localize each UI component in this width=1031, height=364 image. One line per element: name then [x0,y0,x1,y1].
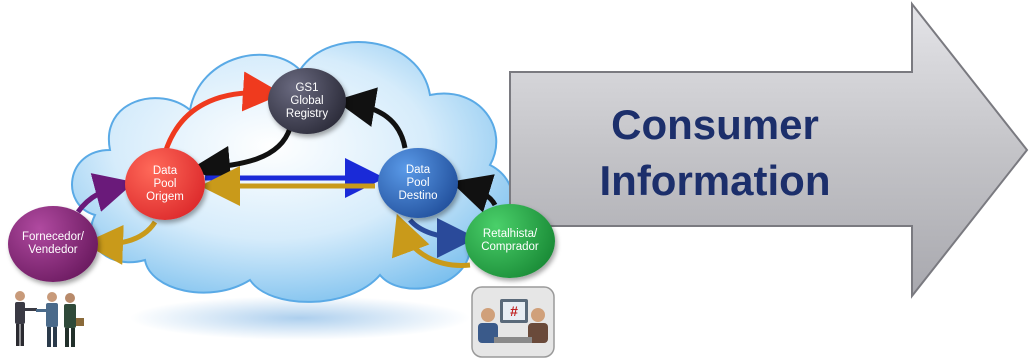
svg-text:#: # [510,303,518,319]
node-origem-label: Data Pool Origem [146,164,184,203]
node-destino-label: Data Pool Destino [398,163,438,202]
arrow-text-line1: Consumer [611,101,819,148]
node-data-pool-origem: Data Pool Origem [125,148,205,220]
business-people-icon [15,291,84,347]
consumer-information-label: Consumer Information [515,78,915,228]
arrow-retalhista-to-destino-return [391,213,471,268]
arrow-origem-to-fornecedor [83,220,158,265]
arrow-retalhista-to-destino [450,174,498,213]
consumer-info-arrow [509,1,1029,299]
node-fornecedor-vendedor: Fornecedor/ Vendedor [8,206,98,282]
node-gs1-label: GS1 Global Registry [285,81,329,120]
node-data-pool-destino: Data Pool Destino [378,148,458,218]
node-gs1-global-registry: GS1 Global Registry [268,68,346,134]
arrow-destino-to-gs1 [335,87,408,149]
node-retalhista-comprador: Retalhista/ Comprador [465,204,555,278]
arrow-origem-to-gs1 [162,71,283,154]
arrow-text-line2: Information [599,157,831,204]
node-retalhista-label: Retalhista/ Comprador [481,228,539,253]
arrow-fornecedor-to-origem [75,173,135,214]
retail-trading-icon: # [471,286,555,358]
cloud-shadow [130,296,470,340]
node-fornecedor-label: Fornecedor/ Vendedor [21,231,84,256]
